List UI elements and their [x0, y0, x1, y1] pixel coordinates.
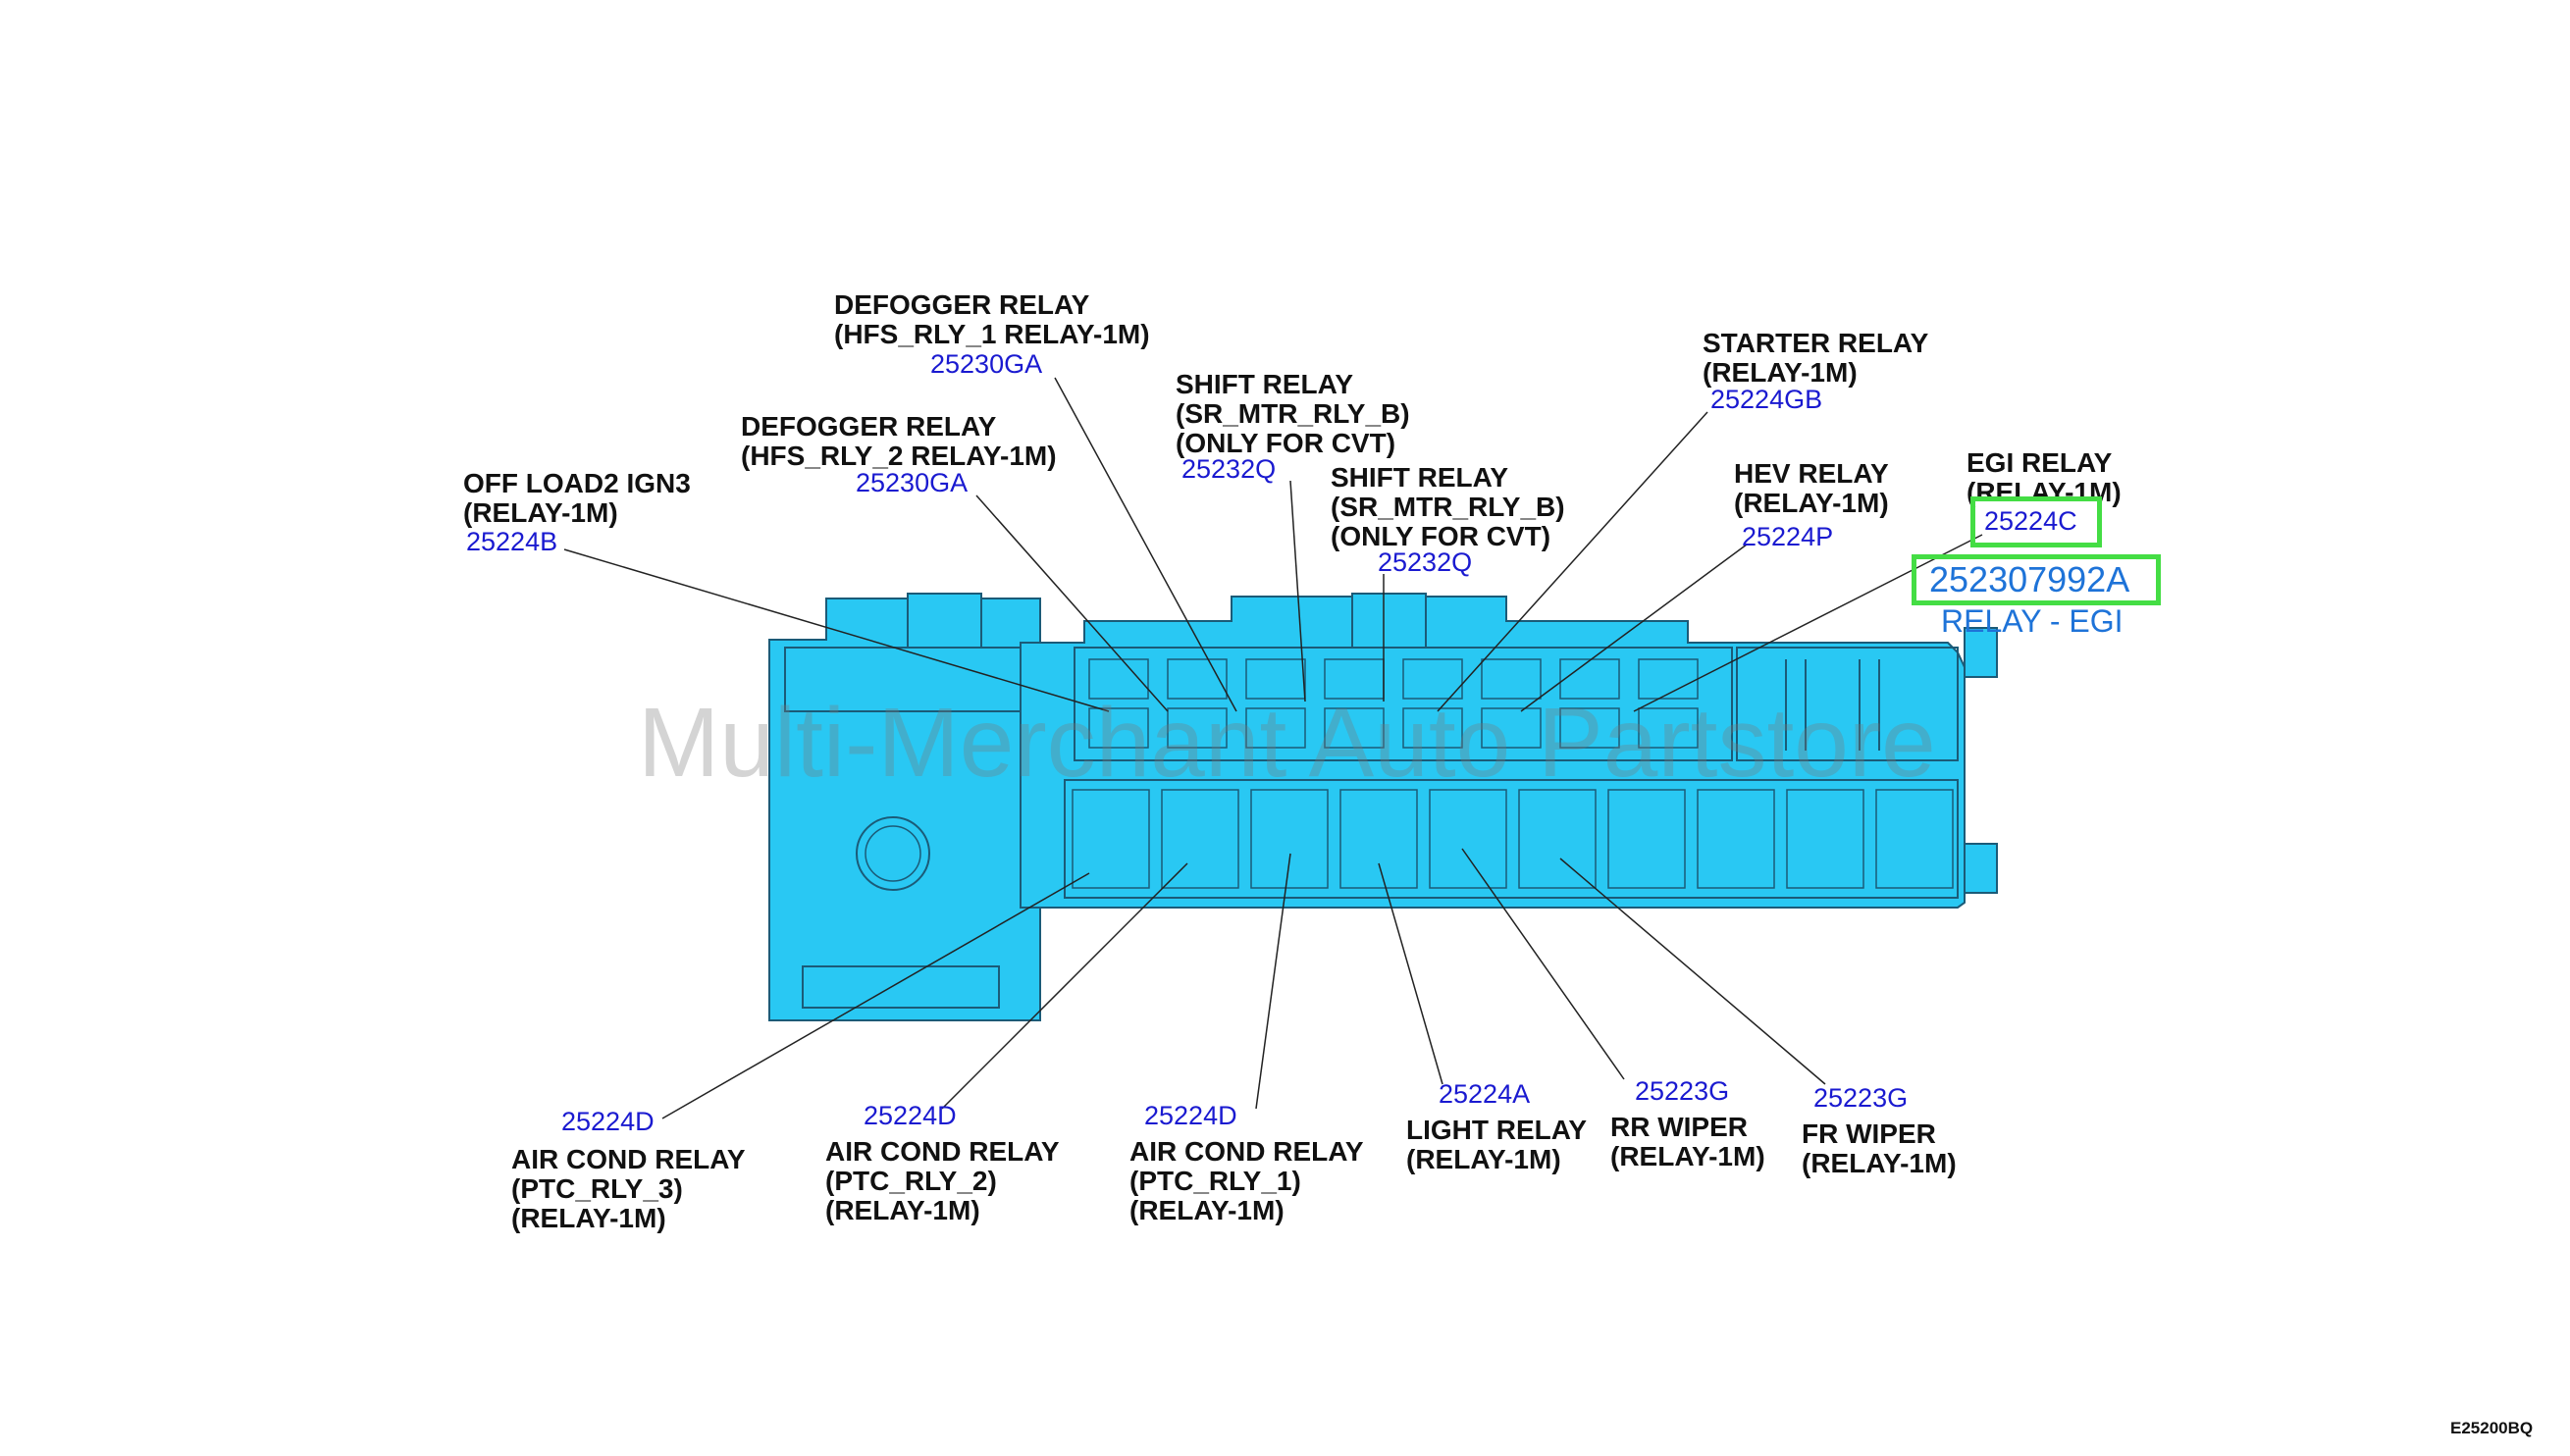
- callout-off-load2: OFF LOAD2 IGN3 (RELAY-1M): [463, 469, 691, 528]
- highlight-box-egi-part: [1970, 496, 2102, 547]
- part-number-light: 25224A: [1439, 1079, 1531, 1109]
- highlight-description: RELAY - EGI: [1941, 603, 2124, 639]
- leader-light: [1378, 862, 1443, 1085]
- leader-egi: [1633, 534, 1983, 712]
- part-number-starter: 25224GB: [1710, 385, 1823, 414]
- callout-line: (PTC_RLY_1): [1129, 1166, 1301, 1196]
- callout-line: (RELAY-1M): [1802, 1148, 1957, 1178]
- callout-light: LIGHT RELAY (RELAY-1M): [1406, 1116, 1587, 1174]
- right-latch-top: [1964, 627, 1998, 678]
- callout-line: (PTC_RLY_2): [825, 1166, 997, 1196]
- part-number-ac-2: 25224D: [864, 1101, 957, 1130]
- bottom-relay-row: [1064, 779, 1959, 899]
- callout-line: (RELAY-1M): [1129, 1195, 1285, 1225]
- callout-line: EGI RELAY: [1967, 447, 2113, 478]
- leader-ac-2: [941, 862, 1188, 1110]
- part-number-ac-3: 25224D: [561, 1107, 655, 1136]
- callout-line: DEFOGGER RELAY: [834, 289, 1090, 320]
- callout-line: (SR_MTR_RLY_B): [1331, 492, 1565, 522]
- callout-line: (ONLY FOR CVT): [1331, 521, 1551, 551]
- part-number-hev: 25224P: [1742, 522, 1834, 551]
- callout-ac-1: AIR COND RELAY (PTC_RLY_1) (RELAY-1M): [1129, 1137, 1364, 1225]
- part-number-shift-1: 25232Q: [1181, 454, 1277, 484]
- callout-line: (HFS_RLY_2 RELAY-1M): [741, 441, 1057, 471]
- figure-code: E25200BQ: [2450, 1419, 2534, 1437]
- callout-ac-2: AIR COND RELAY (PTC_RLY_2) (RELAY-1M): [825, 1137, 1060, 1225]
- leader-defogger-2: [975, 494, 1169, 712]
- callout-line: RR WIPER: [1610, 1112, 1748, 1142]
- leader-hev: [1520, 544, 1748, 712]
- callout-shift-2: SHIFT RELAY (SR_MTR_RLY_B) (ONLY FOR CVT…: [1331, 463, 1565, 551]
- callout-line: (SR_MTR_RLY_B): [1176, 398, 1410, 429]
- right-cavity-dividers: [1785, 659, 1880, 751]
- part-number-fr-wiper: 25223G: [1813, 1083, 1909, 1113]
- part-number-defogger-1: 25230GA: [930, 349, 1043, 379]
- leader-off-load2: [563, 548, 1110, 712]
- callout-fr-wiper: FR WIPER (RELAY-1M): [1802, 1119, 1957, 1178]
- leader-shift-1: [1289, 480, 1306, 702]
- mounting-hole: [856, 816, 930, 891]
- callout-line: HEV RELAY: [1734, 458, 1889, 489]
- leader-lines: [563, 377, 1983, 1119]
- callout-defogger-1: DEFOGGER RELAY (HFS_RLY_1 RELAY-1M): [834, 290, 1150, 349]
- leader-fr-wiper: [1559, 858, 1826, 1085]
- callout-line: OFF LOAD2 IGN3: [463, 468, 691, 498]
- callout-rr-wiper: RR WIPER (RELAY-1M): [1610, 1113, 1765, 1171]
- left-side-block: [768, 598, 1041, 1021]
- leader-ac-1: [1255, 853, 1291, 1110]
- callout-line: LIGHT RELAY: [1406, 1115, 1588, 1145]
- leader-starter: [1437, 411, 1708, 712]
- callout-line: (RELAY-1M): [1406, 1144, 1561, 1174]
- callout-line: AIR COND RELAY: [825, 1136, 1060, 1167]
- part-number-defogger-2: 25230GA: [856, 468, 969, 497]
- top-clip-left: [907, 593, 982, 649]
- callout-egi: EGI RELAY (RELAY-1M): [1967, 448, 2122, 507]
- callout-line: (RELAY-1M): [1967, 477, 2122, 507]
- part-number-off-load2: 25224B: [466, 527, 558, 556]
- callout-starter: STARTER RELAY (RELAY-1M): [1703, 329, 1928, 388]
- callout-line: STARTER RELAY: [1703, 328, 1929, 358]
- callout-line: AIR COND RELAY: [511, 1144, 746, 1174]
- callout-line: (RELAY-1M): [511, 1203, 666, 1233]
- left-connector-bottom: [802, 965, 1000, 1009]
- callout-shift-1: SHIFT RELAY (SR_MTR_RLY_B) (ONLY FOR CVT…: [1176, 370, 1410, 458]
- main-housing: [1020, 596, 1966, 909]
- callout-line: DEFOGGER RELAY: [741, 411, 997, 442]
- leader-defogger-1: [1054, 377, 1237, 712]
- leader-rr-wiper: [1461, 848, 1625, 1080]
- highlight-box-main-part: [1912, 554, 2161, 605]
- top-clip-mid: [1351, 593, 1427, 649]
- callout-ac-3: AIR COND RELAY (PTC_RLY_3) (RELAY-1M): [511, 1145, 746, 1233]
- callout-line: (RELAY-1M): [1610, 1141, 1765, 1171]
- right-relay-cavities: [1736, 647, 1959, 761]
- callout-line: (HFS_RLY_1 RELAY-1M): [834, 319, 1150, 349]
- callout-line: FR WIPER: [1802, 1118, 1936, 1149]
- part-number-ac-1: 25224D: [1144, 1101, 1237, 1130]
- top-relay-slots: [1088, 658, 1699, 749]
- callout-line: SHIFT RELAY: [1331, 462, 1508, 493]
- right-latch-bottom: [1964, 843, 1998, 894]
- callout-hev: HEV RELAY (RELAY-1M): [1734, 459, 1889, 518]
- callout-line: (ONLY FOR CVT): [1176, 428, 1396, 458]
- callout-line: (RELAY-1M): [463, 497, 618, 528]
- callout-line: (RELAY-1M): [1734, 488, 1889, 518]
- callout-line: AIR COND RELAY: [1129, 1136, 1364, 1167]
- callout-line: (RELAY-1M): [825, 1195, 980, 1225]
- callout-line: (PTC_RLY_3): [511, 1173, 683, 1204]
- part-number-rr-wiper: 25223G: [1635, 1076, 1730, 1106]
- bottom-relay-slots: [1072, 789, 1954, 889]
- callout-line: (RELAY-1M): [1703, 357, 1858, 388]
- callout-defogger-2: DEFOGGER RELAY (HFS_RLY_2 RELAY-1M): [741, 412, 1057, 471]
- highlight-part-number: 252307992A: [1929, 559, 2130, 599]
- top-relay-row: [1074, 647, 1733, 761]
- part-number-egi: 25224C: [1984, 506, 2077, 536]
- callout-line: SHIFT RELAY: [1176, 369, 1353, 399]
- left-connector-top: [784, 647, 1022, 712]
- leader-ac-3: [661, 872, 1090, 1119]
- part-number-shift-2: 25232Q: [1378, 547, 1473, 577]
